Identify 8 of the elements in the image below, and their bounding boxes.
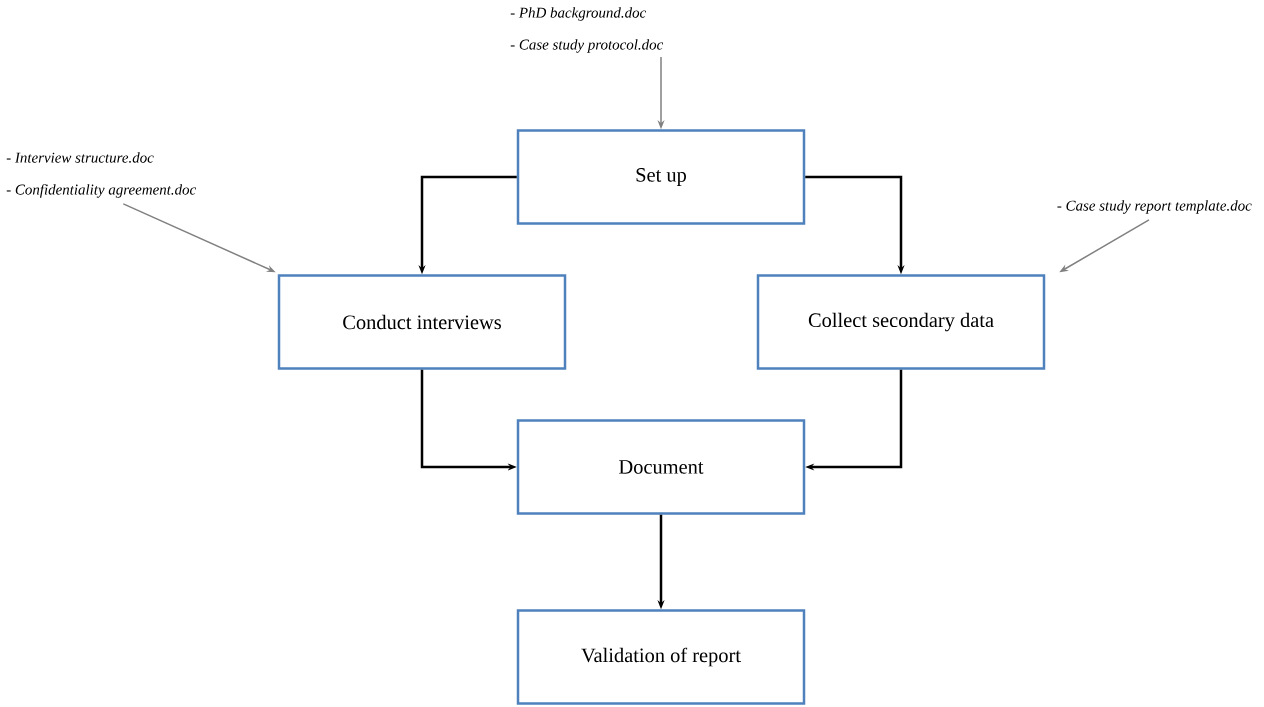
process-box: Document — [516, 419, 806, 515]
file-note: - Case study report template.doc — [1057, 200, 1252, 214]
file-note: - Interview structure.doc - Confidentiality agreement.doc — [6, 152, 196, 198]
process-box: Set up — [516, 129, 806, 225]
file-note: - PhD background.doc - Case study protocol.doc — [510, 7, 664, 53]
process-box: Validation of report — [516, 609, 806, 705]
process-box: Conduct interviews — [277, 274, 567, 370]
process-box: Collect secondary data — [756, 274, 1046, 370]
